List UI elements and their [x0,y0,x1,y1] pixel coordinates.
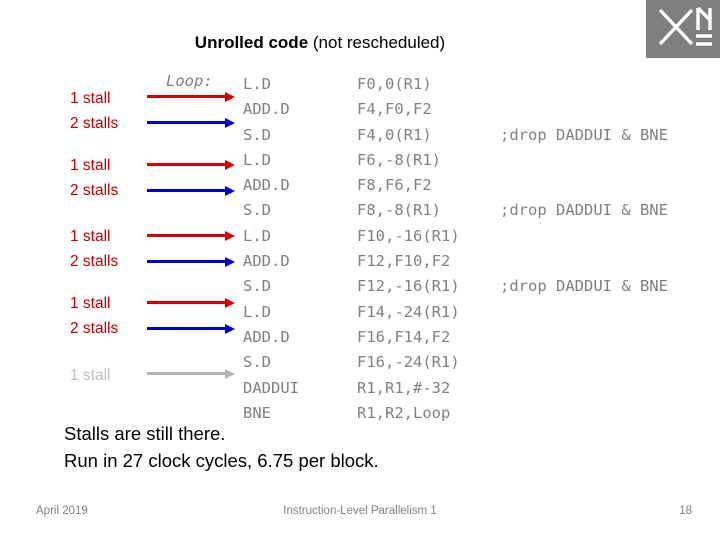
stall-group-1: 1 stall 2 stalls [70,86,150,136]
conclusion-line-1: Stalls are still there. [64,423,226,444]
stall-group-2: 1 stall 2 stalls [70,153,150,203]
code-operands: F0,0(R1) F4,F0,F2 F4,0(R1) F6,-8(R1) F8,… [357,75,460,422]
stall-label: 2 stalls [70,253,119,270]
stall-arrow-blue-4 [147,324,235,334]
stall-arrow-red-2 [147,160,235,170]
page-title-rest: (not rescheduled) [308,33,446,52]
stall-label: 1 stall [70,295,111,312]
stall-arrow-blue-3 [147,257,235,267]
code-loop-label: Loop: [166,72,213,90]
page-title: Unrolled code (not rescheduled) [0,33,640,53]
footer-title: Instruction-Level Parallelism 1 [283,505,437,517]
conclusion-line-2: Run in 27 clock cycles, 6.75 per block. [64,450,379,471]
stall-arrow-red-4 [147,298,235,308]
stall-arrow-red-3 [147,231,235,241]
code-comments: ;drop DADDUI & BNE ;drop DADDUI & BNE ;d… [500,125,668,296]
page-title-bold: Unrolled code [194,33,309,52]
stall-label: 1 stall [70,228,111,245]
code-opcodes: L.D ADD.D S.D L.D ADD.D S.D L.D ADD.D S.… [243,75,299,422]
footer-date: April 2019 [36,505,88,517]
stall-label: 2 stalls [70,115,119,132]
stall-group-3: 1 stall 2 stalls [70,224,150,274]
stall-label: 2 stalls [70,182,119,199]
stall-label: 1 stall [70,367,111,384]
conclusion-text: Stalls are still there. Run in 27 clock … [64,420,379,474]
footer-page-number: 18 [679,505,692,517]
stall-group-5: 1 stall [70,363,150,388]
stall-arrow-red-1 [147,92,235,102]
slide-footer: April 2019 Instruction-Level Parallelism… [0,505,720,527]
stall-arrow-blue-1 [147,118,235,128]
stall-arrow-grey-5 [147,369,235,379]
stall-arrow-blue-2 [147,186,235,196]
stall-label: 2 stalls [70,320,119,337]
stall-group-4: 1 stall 2 stalls [70,291,150,341]
stall-label: 1 stall [70,157,111,174]
university-logo [646,0,720,58]
stall-label: 1 stall [70,90,111,107]
